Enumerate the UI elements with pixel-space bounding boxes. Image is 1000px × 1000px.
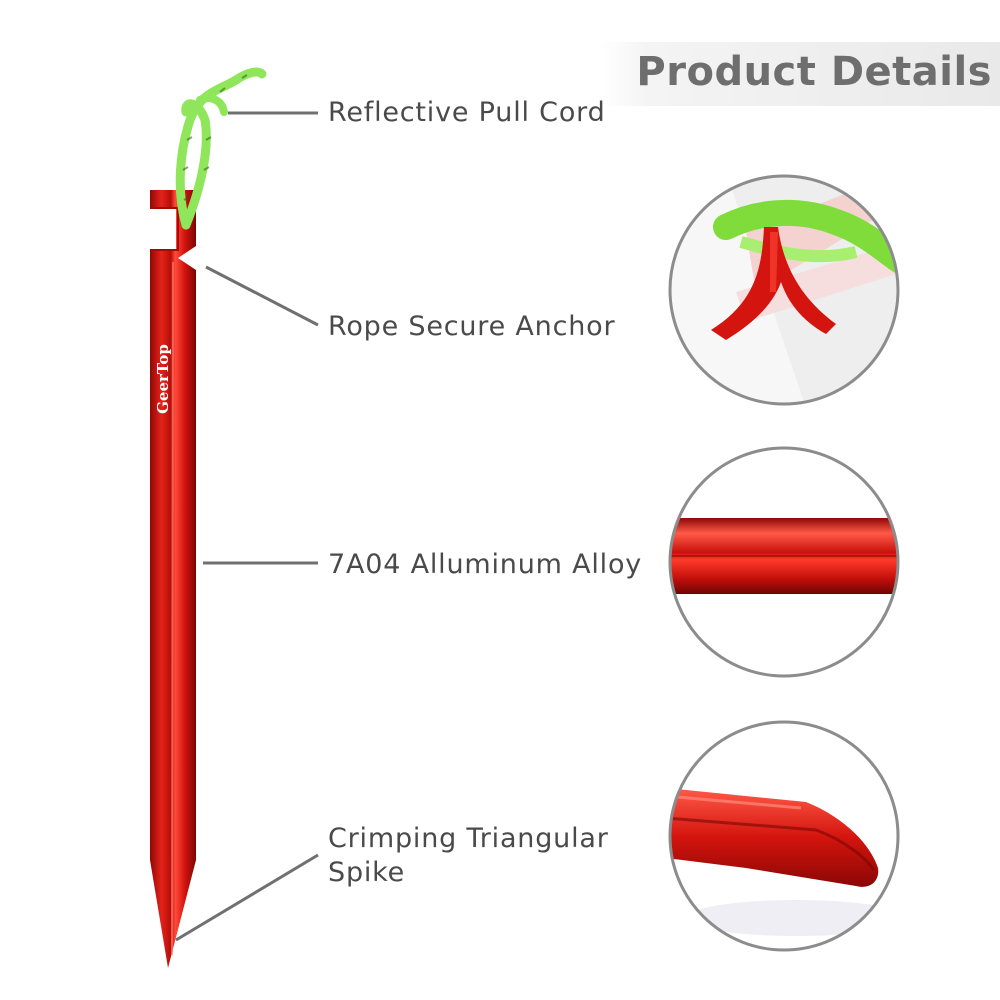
detail-circle-spike	[668, 720, 900, 952]
detail-circle-anchor	[668, 174, 900, 406]
callout-reflective-pull-cord: Reflective Pull Cord	[328, 97, 606, 128]
callout-triangular-spike-line2: Spike	[328, 857, 406, 888]
callout-triangular-spike-line1: Crimping Triangular	[328, 823, 609, 854]
reflective-cord	[175, 67, 267, 230]
brand-logo: GeerTop	[154, 344, 172, 414]
callout-rope-secure-anchor: Rope Secure Anchor	[328, 311, 616, 342]
header-band	[600, 42, 1000, 106]
callout-triangular-spike: Crimping Triangular Spike	[328, 822, 609, 890]
page-title: Product Details	[636, 49, 992, 95]
callout-aluminum-alloy: 7A04 Alluminum Alloy	[328, 549, 643, 580]
detail-circle-alloy	[668, 446, 900, 678]
tent-stake	[150, 190, 196, 968]
leader-lines	[175, 111, 319, 942]
